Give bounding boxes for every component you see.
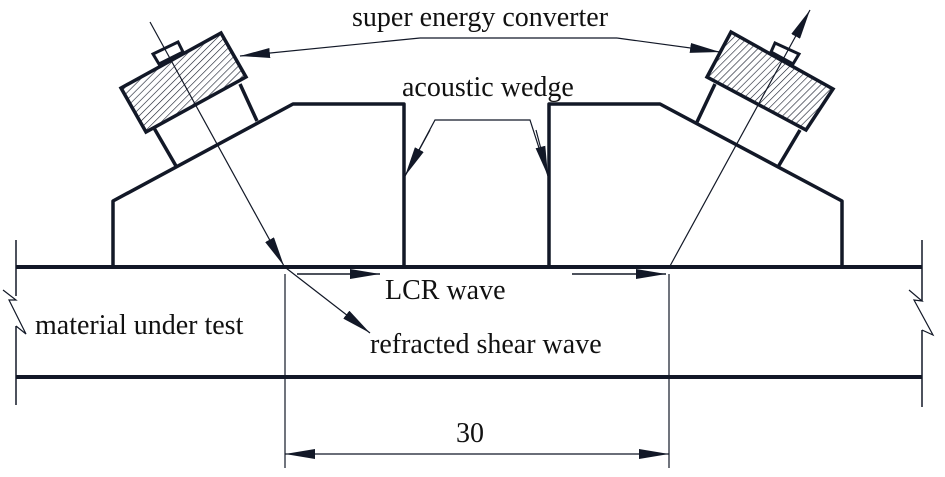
left-break-symbol	[2, 289, 27, 335]
converter-leader-left	[239, 37, 421, 58]
refracted-shear-wave-arrow	[285, 267, 371, 334]
super-energy-converter-label: super energy converter	[352, 2, 609, 33]
right-break-symbol	[908, 289, 935, 337]
wedge-leader	[404, 119, 549, 177]
lcr-wave-label: LCR wave	[385, 275, 506, 306]
left-transducer-connector	[150, 40, 186, 66]
right-transducer-shoe	[695, 83, 802, 168]
left-acoustic-wedge	[111, 102, 406, 267]
dimension-value-label: 30	[456, 418, 484, 449]
received-beam-arrow	[669, 9, 811, 267]
right-transducer-connector	[769, 41, 802, 67]
wedge-leader-arrow-right	[535, 129, 549, 177]
left-transducer-shoe	[152, 83, 259, 167]
material-under-test-label: material under test	[35, 310, 244, 341]
converter-leader-right	[616, 37, 721, 53]
acoustic-wedge-label: acoustic wedge	[402, 72, 574, 103]
right-transducer-body	[704, 29, 836, 133]
refracted-shear-wave-label: refracted shear wave	[370, 329, 602, 360]
right-acoustic-wedge	[547, 102, 844, 267]
test-material-plate	[2, 240, 935, 407]
right-transducer	[695, 29, 836, 168]
incident-beam-arrow	[149, 21, 285, 267]
wedge-leader-arrow-left	[404, 129, 431, 177]
left-transducer	[118, 30, 259, 167]
